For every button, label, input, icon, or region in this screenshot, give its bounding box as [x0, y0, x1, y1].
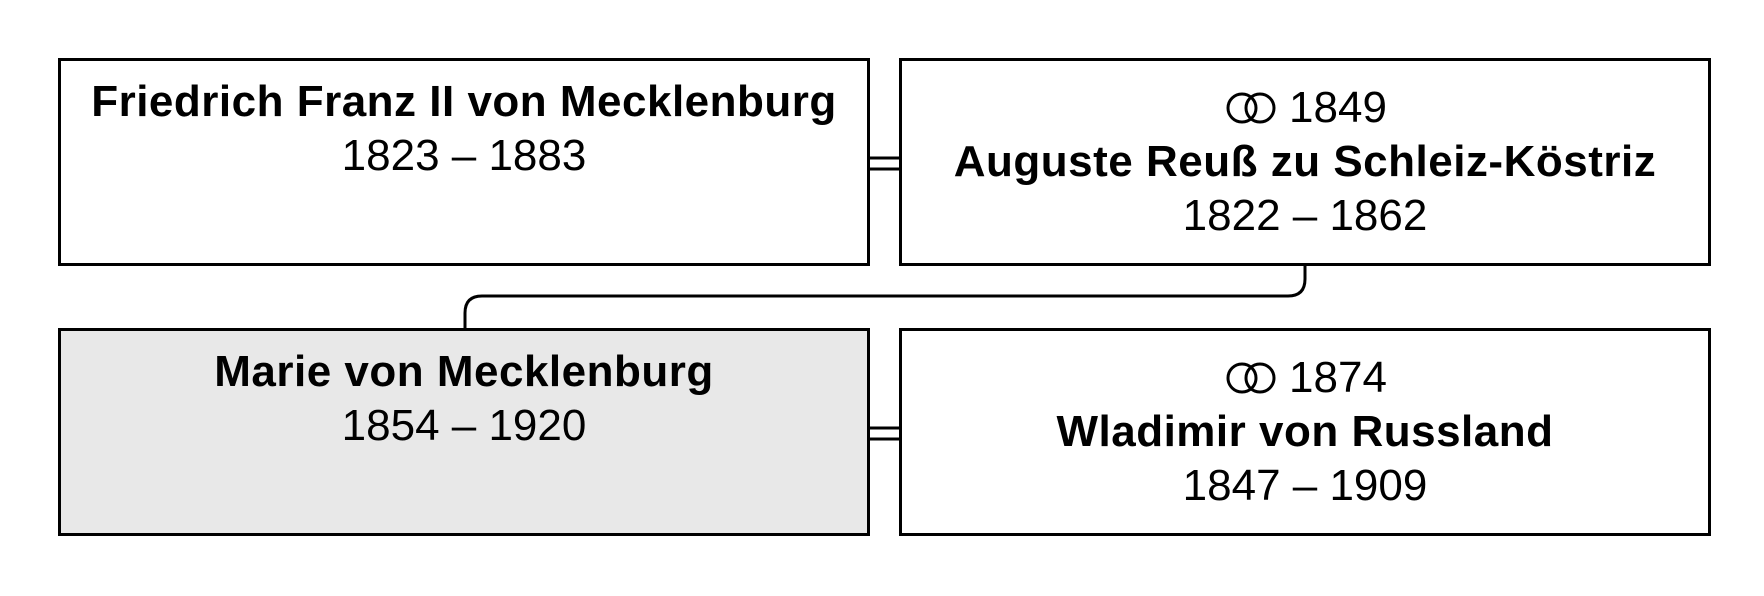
marriage-year: 1874	[1289, 353, 1387, 402]
descent-connector	[463, 266, 1307, 328]
person-dates: 1822 – 1862	[1182, 191, 1428, 240]
marriage-year: 1849	[1289, 83, 1387, 132]
marriage-info: 1874	[1223, 351, 1387, 405]
wedding-rings-icon	[1226, 92, 1276, 124]
person-name: Marie von Mecklenburg	[214, 347, 714, 396]
person-name: Wladimir von Russland	[1056, 407, 1554, 456]
person-name: Auguste Reuß zu Schleiz-Köstriz	[953, 137, 1657, 186]
person-dates: 1847 – 1909	[1182, 461, 1428, 510]
person-dates: 1854 – 1920	[341, 401, 587, 450]
person-box-subject[interactable]: Marie von Mecklenburg 1854 – 1920	[58, 328, 870, 536]
person-box-mother[interactable]: 1849 Auguste Reuß zu Schleiz-Köstriz 182…	[899, 58, 1711, 266]
person-box-spouse[interactable]: 1874 Wladimir von Russland 1847 – 1909	[899, 328, 1711, 536]
person-box-father[interactable]: Friedrich Franz II von Mecklenburg 1823 …	[58, 58, 870, 266]
person-dates: 1823 – 1883	[341, 131, 587, 180]
marriage-info: 1849	[1223, 81, 1387, 135]
wedding-rings-icon	[1226, 362, 1276, 394]
person-name: Friedrich Franz II von Mecklenburg	[91, 77, 837, 126]
